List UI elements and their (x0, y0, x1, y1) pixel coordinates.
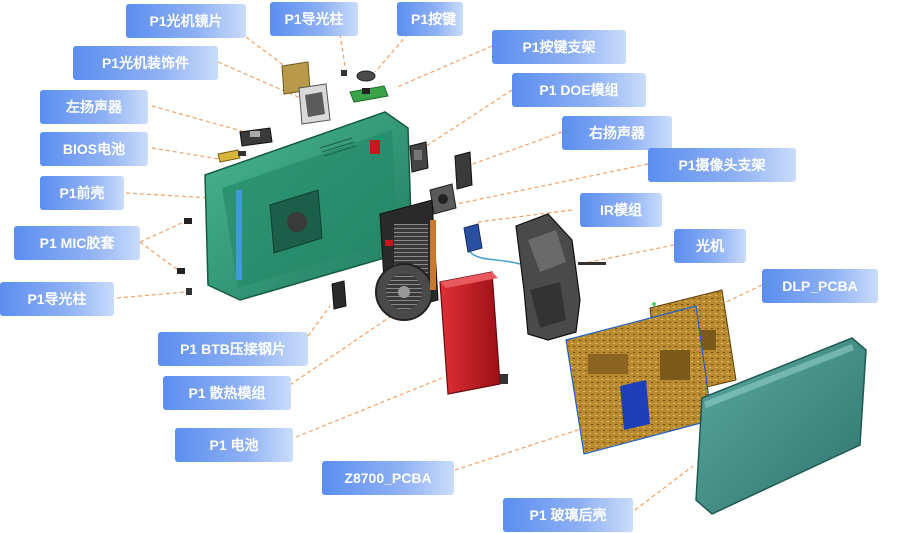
label-button: P1按键 (397, 2, 463, 36)
label-light-guide-top: P1导光柱 (270, 2, 358, 36)
leader-lines (116, 33, 763, 511)
leader-front-shell (125, 192, 213, 199)
z8700-pcba-part (565, 305, 713, 455)
right-speaker-part (454, 151, 473, 190)
label-lens-sheet: P1光机镜片 (126, 4, 246, 38)
leader-light-engine (584, 244, 675, 264)
label-doe-module: P1 DOE模组 (512, 73, 646, 107)
mic-sleeve-part (177, 218, 192, 274)
leader-button-bracket (394, 45, 493, 89)
label-lens-trim: P1光机装饰件 (73, 46, 218, 80)
label-battery: P1 电池 (175, 428, 293, 462)
label-button-bracket: P1按键支架 (492, 30, 626, 64)
label-btb-plate: P1 BTB压接钢片 (158, 332, 308, 366)
btb-plate-part (331, 280, 347, 310)
left-speaker-part (239, 127, 273, 147)
leader-btb-plate (307, 305, 331, 337)
light-engine-part (515, 213, 606, 341)
leader-lens-trim (217, 61, 306, 101)
leader-dlp-pcba (719, 284, 763, 306)
thermal-module-part (375, 199, 439, 321)
leader-button (374, 33, 409, 73)
label-camera-bracket: P1摄像头支架 (648, 148, 796, 182)
leader-right-speaker (469, 131, 563, 166)
leader-mic-sleeve-a (139, 221, 185, 243)
button-part (356, 70, 376, 82)
label-ir-module: IR模组 (580, 193, 662, 227)
leader-battery (295, 377, 443, 438)
label-light-guide-bottom: P1导光柱 (0, 282, 114, 316)
battery-part (439, 271, 508, 395)
leader-doe-module (419, 89, 513, 151)
leader-mic-sleeve-b (139, 241, 179, 271)
lens-trim-part (298, 83, 331, 125)
leader-bios-battery (151, 147, 226, 161)
ir-module-part (463, 223, 521, 265)
leader-z8700-pcba (454, 423, 597, 471)
doe-module-part (409, 141, 429, 173)
label-front-shell: P1前壳 (40, 176, 124, 210)
label-right-speaker: 右扬声器 (562, 116, 672, 150)
label-bios-battery: BIOS电池 (40, 132, 148, 166)
light-guide-bottom-part (186, 288, 192, 295)
label-z8700-pcba: Z8700_PCBA (322, 461, 454, 495)
leader-ir-module (477, 209, 573, 223)
front-shell-part (204, 111, 413, 301)
camera-bracket-part (429, 183, 457, 215)
label-thermal-module: P1 散热模组 (163, 376, 291, 410)
label-mic-sleeve: P1 MIC胶套 (14, 226, 140, 260)
leader-light-guide-top (339, 33, 346, 67)
light-guide-top-part (341, 70, 347, 76)
label-light-engine: 光机 (674, 229, 746, 263)
leader-left-speaker (151, 105, 246, 133)
label-glass-back-shell: P1 玻璃后壳 (503, 498, 633, 532)
leader-glass-back-shell (634, 465, 694, 511)
leader-thermal-module (289, 309, 401, 386)
leader-light-guide-bottom (116, 291, 186, 299)
label-dlp-pcba: DLP_PCBA (762, 269, 878, 303)
glass-back-shell-part (695, 337, 867, 515)
label-left-speaker: 左扬声器 (40, 90, 148, 124)
leader-camera-bracket (451, 163, 649, 206)
leader-lens-sheet (245, 36, 291, 71)
button-bracket-part (349, 85, 389, 103)
bios-battery-part (217, 149, 246, 163)
